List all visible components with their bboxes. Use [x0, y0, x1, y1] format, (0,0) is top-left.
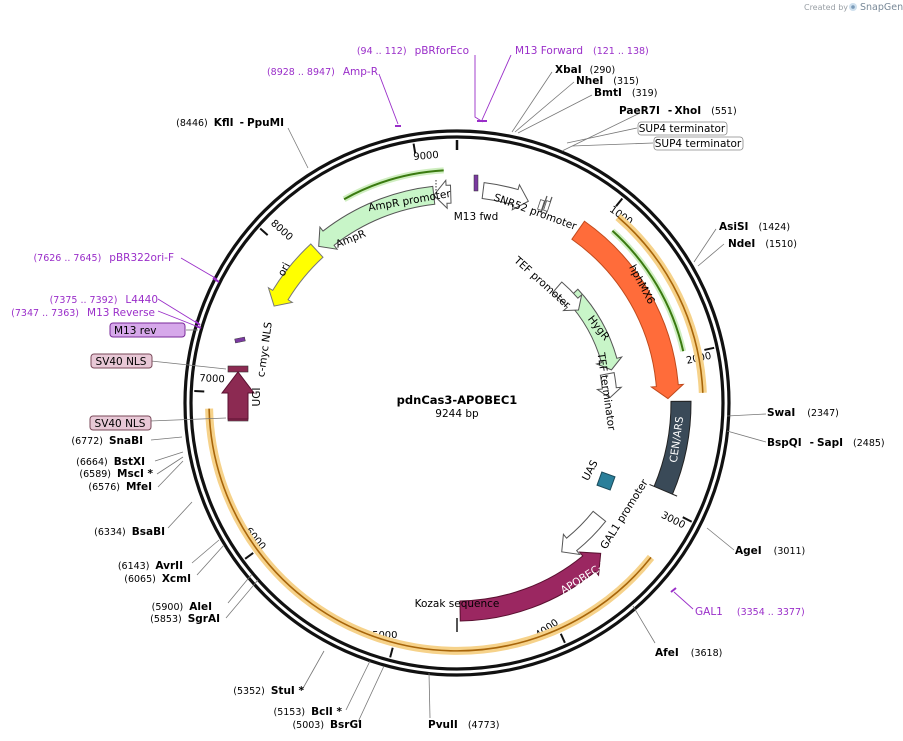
site-bcli[interactable]: (5153)BclI * — [274, 706, 343, 718]
label-ugi: UGI — [251, 388, 263, 407]
orf-line-ampr — [343, 169, 444, 201]
tick-3000 — [682, 516, 693, 523]
tick-5000 — [389, 647, 394, 658]
tick-1000 — [615, 197, 624, 207]
tick-marks — [194, 140, 715, 658]
svg-text:SUP4 terminator: SUP4 terminator — [655, 138, 742, 150]
feature-tef-terminator[interactable] — [595, 372, 623, 399]
site-agei[interactable]: AgeI(3011) — [735, 545, 805, 557]
primer-amp-r[interactable]: (8928 .. 8947)Amp-R — [267, 66, 378, 78]
primer-pbr322ori-f[interactable]: (7626 .. 7645)pBR322ori-F — [33, 252, 174, 264]
label-snr52-promoter: SNR52 promoter — [492, 192, 579, 233]
label-ori: ori — [276, 261, 293, 279]
orf-line-hph — [617, 216, 704, 393]
site-bsrgi[interactable]: (5003)BsrGI — [292, 719, 362, 731]
tick-label-8000: 8000 — [268, 218, 294, 243]
site-ndei[interactable]: NdeI(1510) — [728, 238, 797, 250]
label-tef-promoter: TEF promoter — [511, 254, 573, 312]
label-m13-fwd: M13 fwd — [454, 211, 499, 223]
feature-hphmx6[interactable] — [571, 220, 685, 400]
tick-label-7000: 7000 — [199, 373, 225, 385]
feature-apobec-1[interactable] — [459, 551, 602, 622]
snapgene-logo-icon — [849, 3, 857, 11]
site-bstxi[interactable]: (6664)BstXI — [76, 456, 145, 468]
feature-ampr-promoter[interactable] — [433, 178, 452, 210]
site-stui[interactable]: (5352)StuI * — [233, 685, 304, 697]
site-bmti[interactable]: BmtI(319) — [594, 87, 657, 99]
primer-l4440[interactable]: (7375 .. 7392)L4440 — [50, 294, 158, 306]
site-bspqi-sapi[interactable]: BspQI-SapI(2485) — [767, 437, 885, 449]
tick-9000 — [412, 143, 417, 154]
site-asisi[interactable]: AsiSI(1424) — [719, 221, 790, 233]
feature-hygr[interactable] — [565, 288, 624, 371]
feature-c-myc-nls[interactable] — [234, 336, 246, 344]
box-sv40-nls-2[interactable]: SV40 NLS — [89, 415, 152, 431]
primer-pbrforeco[interactable]: (94 .. 112)pBRforEco — [357, 45, 469, 57]
credit-brand: SnapGene — [860, 2, 903, 13]
feature-uas[interactable] — [596, 471, 616, 491]
feature-gal1-promoter[interactable] — [561, 510, 607, 556]
site-xbai[interactable]: XbaI(290) — [555, 64, 615, 76]
box-leader-lines — [149, 127, 654, 422]
svg-text:SV40 NLS: SV40 NLS — [96, 356, 147, 368]
tick-label-5000: 5000 — [372, 630, 397, 641]
tick-8000 — [259, 227, 269, 236]
orf-line-large — [208, 408, 652, 652]
plasmid-length: 9244 bp — [435, 408, 479, 420]
primer-gal1[interactable]: GAL1(3354 .. 3377) — [695, 606, 805, 618]
credit-prefix: Created by — [804, 3, 848, 12]
site-nhei[interactable]: NheI(315) — [576, 75, 639, 87]
plasmid-name: pdnCas3-APOBEC1 — [397, 393, 518, 407]
backbone-outer-ring — [183, 129, 731, 677]
tick-6000 — [244, 552, 254, 560]
tick-2000 — [704, 346, 715, 351]
site-swai[interactable]: SwaI(2347) — [767, 407, 839, 419]
tick-4000 — [559, 633, 566, 644]
box-sv40-nls-1[interactable]: SV40 NLS — [90, 353, 153, 369]
label-kozak-sequence: Kozak sequence — [415, 598, 500, 610]
feature-ori[interactable] — [267, 243, 324, 307]
feature-m13-fwd[interactable] — [473, 174, 479, 192]
site-kfli-ppumi[interactable]: (8446)KflI-PpuMI — [176, 117, 284, 129]
feature-snr52-promoter[interactable] — [481, 182, 530, 211]
tick-label-9000: 9000 — [413, 150, 439, 163]
site-paer7i-xhoi[interactable]: PaeR7I-XhoI(551) — [619, 105, 737, 117]
site-leader-lines — [150, 71, 767, 723]
primer-m13-forward[interactable]: M13 Forward(121 .. 138) — [515, 45, 649, 57]
site-snabi[interactable]: (6772)SnaBI — [71, 435, 143, 447]
feature-tef-promoter[interactable] — [551, 281, 583, 312]
site-alei[interactable]: (5900)AleI — [152, 601, 212, 613]
svg-text:M13 rev: M13 rev — [114, 325, 157, 337]
primer-m13-reverse[interactable]: (7347 .. 7363)M13 Reverse — [11, 307, 155, 319]
label-uas: UAS — [580, 458, 601, 483]
site-sgrai[interactable]: (5853)SgrAI — [150, 613, 220, 625]
tick-label-3000: 3000 — [659, 510, 687, 531]
site-pvuii[interactable]: PvuII(4773) — [428, 719, 499, 731]
backbone-inner-ring — [189, 135, 725, 671]
box-sup4-terminator-1[interactable]: SUP4 terminator — [637, 121, 728, 136]
site-bsabi[interactable]: (6334)BsaBI — [94, 526, 165, 538]
primer-marks — [194, 120, 677, 593]
orf-line-hygr — [611, 230, 685, 352]
site-mfei[interactable]: (6576)MfeI — [88, 481, 152, 493]
feature-ugi[interactable] — [220, 371, 256, 420]
site-xcmi[interactable]: (6065)XcmI — [124, 573, 191, 585]
box-sup4-terminator-2[interactable]: SUP4 terminator — [653, 136, 744, 151]
feature-cen-ars[interactable] — [649, 400, 692, 497]
site-msci[interactable]: (6589)MscI * — [79, 468, 153, 480]
feature-sup4-terminators[interactable] — [537, 195, 553, 215]
site-afei[interactable]: AfeI(3618) — [655, 647, 722, 659]
box-m13-rev[interactable]: M13 rev — [109, 322, 186, 338]
label-c-myc-nls: c-myc NLS — [255, 321, 275, 378]
svg-text:SUP4 terminator: SUP4 terminator — [639, 123, 726, 135]
svg-text:SV40 NLS: SV40 NLS — [95, 418, 146, 430]
feature-ampr[interactable] — [318, 185, 436, 250]
site-avrii[interactable]: (6143)AvrII — [118, 560, 183, 572]
